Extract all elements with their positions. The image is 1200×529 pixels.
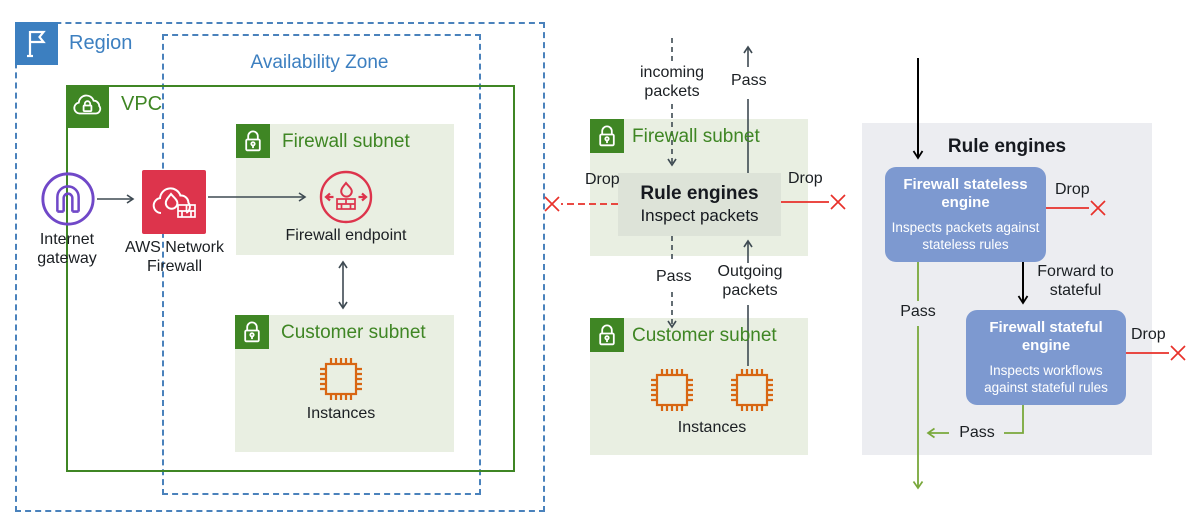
pass-in-label: Pass xyxy=(731,72,767,89)
line-stateful-pass-elbow xyxy=(1004,405,1024,434)
firewall-subnet-label-left: Firewall subnet xyxy=(282,131,410,152)
firewall-stateless-engine-box: Firewall stateless engine Inspects packe… xyxy=(885,167,1046,262)
drop-x-icon xyxy=(1090,200,1106,216)
customer-subnet-label-left: Customer subnet xyxy=(281,322,426,343)
aws-network-firewall-icon xyxy=(142,170,206,234)
rule-engines-title: Rule engines xyxy=(640,183,759,204)
instances-label-middle: Instances xyxy=(677,419,747,436)
lock-icon xyxy=(590,119,624,153)
drop-stateful-label: Drop xyxy=(1131,326,1166,343)
vpc-label: VPC xyxy=(121,93,163,115)
customer-subnet-box-left xyxy=(235,315,454,452)
forward-to-stateful-label: Forward to stateful xyxy=(1037,263,1114,299)
drop-x-icon xyxy=(1170,345,1186,361)
drop-stateless-label: Drop xyxy=(1055,181,1090,198)
drop-x-icon xyxy=(830,194,846,210)
firewall-subnet-label-middle: Firewall subnet xyxy=(632,126,760,147)
pass-side-label: Pass xyxy=(896,303,940,322)
rule-engines-panel-title: Rule engines xyxy=(947,136,1067,157)
customer-subnet-label-middle: Customer subnet xyxy=(632,325,777,346)
vpc-icon xyxy=(66,85,109,128)
firewall-subnet-box-left xyxy=(236,124,454,255)
instances-label-left: Instances xyxy=(306,405,376,422)
instance-chip-icon xyxy=(649,367,695,413)
drop-right-label: Drop xyxy=(788,170,823,187)
stateful-engine-title: Firewall stateful engine xyxy=(989,319,1103,354)
stateful-engine-desc: Inspects workflows against stateful rule… xyxy=(984,363,1108,395)
stateless-engine-desc: Inspects packets against stateless rules xyxy=(891,220,1040,252)
region-flag-icon xyxy=(15,22,58,65)
lock-icon xyxy=(590,318,624,352)
instance-chip-icon xyxy=(729,367,775,413)
pass-bottom-label: Pass xyxy=(953,424,1001,443)
outgoing-packets-label: Outgoing packets xyxy=(717,263,783,299)
rule-engines-box-middle: Rule engines Inspect packets xyxy=(618,173,781,236)
region-boundary xyxy=(15,22,545,512)
instance-chip-icon xyxy=(318,356,364,402)
pass-out-label: Pass xyxy=(656,268,692,285)
drop-left-label: Drop xyxy=(585,171,620,188)
customer-subnet-box-middle xyxy=(590,318,808,455)
firewall-endpoint-icon xyxy=(317,168,375,226)
internet-gateway-label: Internet gateway xyxy=(37,231,97,267)
availability-zone-boundary xyxy=(162,34,481,495)
rule-engines-subtitle: Inspect packets xyxy=(640,206,759,225)
internet-gateway-icon xyxy=(39,170,97,228)
lock-icon xyxy=(235,315,269,349)
region-label: Region xyxy=(69,32,133,54)
incoming-packets-label: incoming packets xyxy=(639,64,705,100)
firewall-endpoint-label: Firewall endpoint xyxy=(285,227,407,244)
aws-network-firewall-label: AWS Network Firewall xyxy=(125,239,224,275)
stateless-engine-title: Firewall stateless engine xyxy=(903,176,1028,211)
availability-zone-label: Availability Zone xyxy=(250,52,389,73)
drop-x-icon xyxy=(544,196,560,212)
firewall-stateful-engine-box: Firewall stateful engine Inspects workfl… xyxy=(966,310,1126,405)
lock-icon xyxy=(236,124,270,158)
vpc-boundary xyxy=(66,85,515,472)
